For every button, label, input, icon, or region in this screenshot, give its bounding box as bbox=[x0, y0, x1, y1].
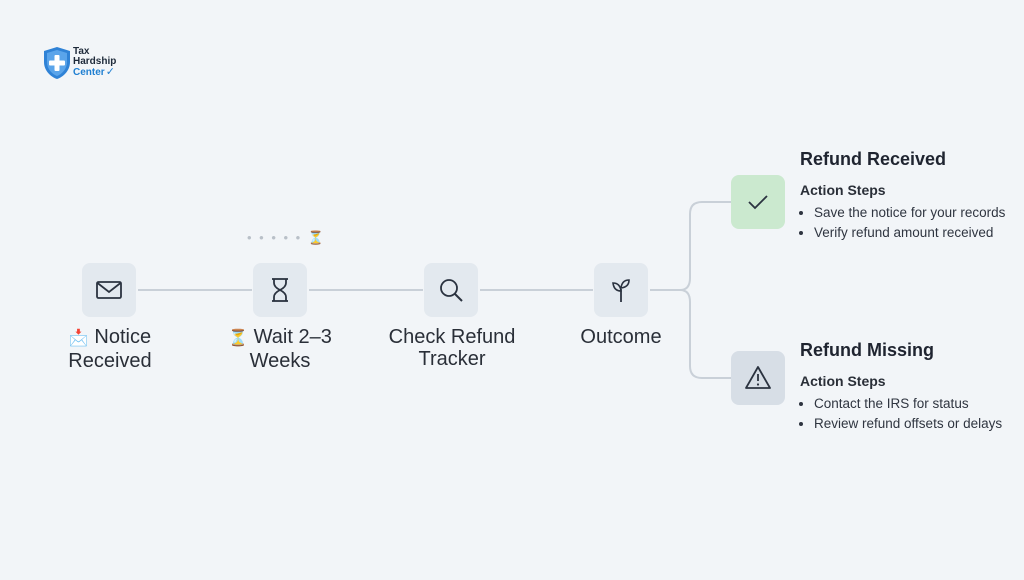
outcome-missing-panel: Refund Missing Action Steps Contact the … bbox=[800, 340, 1015, 435]
shield-logo-icon bbox=[44, 47, 70, 79]
warning-icon bbox=[745, 366, 771, 389]
outcome-received-steps: Save the notice for your records Verify … bbox=[800, 204, 1015, 241]
mail-icon bbox=[96, 281, 122, 299]
list-item: Save the notice for your records bbox=[814, 204, 1015, 221]
check-logo-icon: ✓ bbox=[105, 66, 115, 78]
step-notice-node bbox=[82, 263, 136, 317]
wait-marker: • • • • • ⏳ bbox=[247, 230, 327, 245]
sprout-icon bbox=[612, 279, 630, 302]
list-item: Contact the IRS for status bbox=[814, 395, 1015, 412]
step-check-node bbox=[424, 263, 478, 317]
brand-logo: Tax Hardship Center✓ bbox=[42, 46, 142, 82]
logo-line-2: Hardship bbox=[73, 56, 117, 67]
logo-line-3: Center bbox=[73, 67, 105, 78]
outcome-received-title: Refund Received bbox=[800, 149, 947, 169]
magnifier-icon bbox=[440, 279, 463, 302]
outcome-received-node bbox=[731, 175, 785, 229]
outcome-missing-node bbox=[731, 351, 785, 405]
inbox-tray-icon: 📩 bbox=[68, 330, 89, 347]
outcome-missing-title: Refund Missing bbox=[800, 340, 934, 360]
step-outcome-label: Outcome bbox=[580, 326, 662, 348]
step-wait-node bbox=[253, 263, 307, 317]
list-item: Verify refund amount received bbox=[814, 224, 1015, 241]
outcome-received-panel: Refund Received Action Steps Save the no… bbox=[800, 149, 1015, 244]
outcome-missing-steps: Contact the IRS for status Review refund… bbox=[800, 395, 1015, 432]
list-item: Review refund offsets or delays bbox=[814, 415, 1015, 432]
hourglass-icon bbox=[272, 278, 288, 302]
step-notice-label: 📩 Notice Received bbox=[68, 326, 152, 372]
checkmark-icon bbox=[748, 195, 768, 210]
step-check-label: Check Refund Tracker bbox=[388, 326, 516, 370]
logo-line-1: Tax bbox=[73, 46, 90, 57]
connector-branch-success bbox=[679, 201, 731, 291]
connector-branch-missing bbox=[679, 289, 731, 379]
step-wait-label: ⏳ Wait 2–3 Weeks bbox=[228, 326, 332, 372]
step-outcome-node bbox=[594, 263, 648, 317]
hourglass-emoji-icon: ⏳ bbox=[228, 330, 249, 347]
hourglass-small-icon: ⏳ bbox=[307, 230, 327, 245]
outcome-received-subtitle: Action Steps bbox=[800, 182, 886, 198]
outcome-missing-subtitle: Action Steps bbox=[800, 373, 886, 389]
